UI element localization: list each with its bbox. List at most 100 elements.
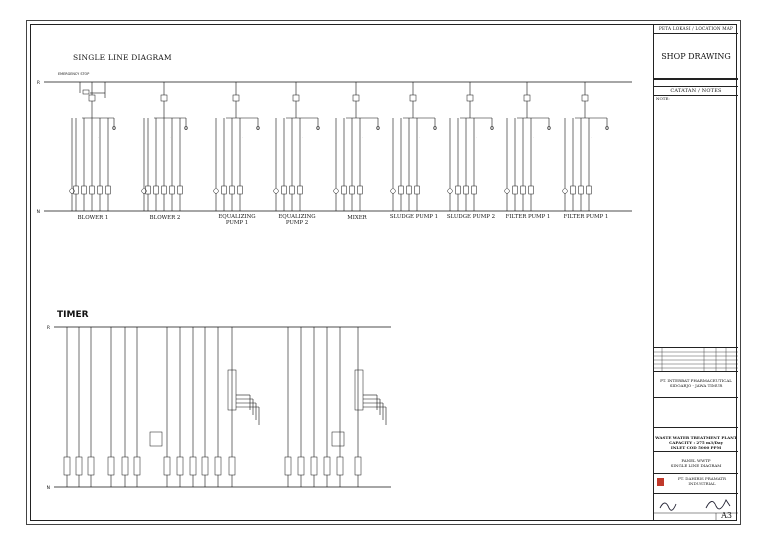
project-line-1: WASTE WATER TREATMENT PLANT <box>655 435 737 440</box>
timer-relay-symbol <box>107 456 115 476</box>
notes-area: NOTE: <box>654 96 738 348</box>
pilot-lamp-icon <box>447 188 453 194</box>
relay-symbol <box>97 185 103 195</box>
panel-label: MIXER <box>347 215 367 221</box>
timer-bus-label-n: N <box>47 485 50 491</box>
pilot-lamp-icon <box>390 188 396 194</box>
relay-symbol <box>349 185 355 195</box>
relay-symbol <box>281 185 287 195</box>
emergency-stop-label: EMERGENCY STOP <box>58 72 89 76</box>
relay-symbol <box>341 185 347 195</box>
relay-symbol <box>145 185 151 195</box>
title-block: PETA LOKASI / LOCATION MAP SHOP DRAWING … <box>653 24 738 521</box>
owner-address: SIDOARJO - JAWA TIMUR <box>669 383 723 388</box>
relay-symbol <box>289 185 295 195</box>
overload-symbol <box>433 126 437 130</box>
relay-symbol <box>221 185 227 195</box>
contactor-symbol <box>523 94 531 102</box>
overload-symbol <box>605 126 609 130</box>
pilot-lamp-icon <box>213 188 219 194</box>
panel-label: EQUALIZING PUMP 1 <box>218 214 256 226</box>
timer-relay-symbol <box>176 456 184 476</box>
overload-symbol <box>316 126 320 130</box>
relay-symbol <box>455 185 461 195</box>
timer-relay-symbol <box>189 456 197 476</box>
contactor-symbol <box>352 94 360 102</box>
signature-grid <box>654 499 738 521</box>
timer-relay-symbol <box>121 456 129 476</box>
revision-grid <box>654 348 738 372</box>
relay-symbol <box>463 185 469 195</box>
label: . <box>476 137 477 139</box>
revision-table <box>654 348 738 372</box>
relay-symbol <box>177 185 183 195</box>
timer-relay-symbol <box>284 456 292 476</box>
relay-symbol <box>73 185 79 195</box>
bus-label-r: R <box>37 80 40 86</box>
timer-relay-symbol <box>323 456 331 476</box>
contactor-symbol <box>160 94 168 102</box>
panel-label: FILTER PUMP 1 <box>505 214 551 220</box>
sheet-size: A3 <box>721 511 732 520</box>
relay-symbol <box>398 185 404 195</box>
signature-block: A3 <box>654 494 738 521</box>
drawing-border-outer <box>26 20 741 525</box>
label: . <box>98 137 99 139</box>
pilot-lamp-icon <box>562 188 568 194</box>
relay-symbol <box>528 185 534 195</box>
contractor-name: PT. DAHIRIS PRAMATR INDUSTRIAL <box>677 476 727 486</box>
overload-symbol <box>490 126 494 130</box>
relay-symbol <box>578 185 584 195</box>
timer-relay-symbol <box>228 456 236 476</box>
relay-symbol <box>357 185 363 195</box>
panel-label: SLUDGE PUMP 2 <box>446 214 496 220</box>
relay-symbol <box>229 185 235 195</box>
label: . <box>242 137 243 139</box>
emergency-stop-symbol <box>82 89 90 95</box>
owner-block: PT. INTERBAT PHARMACEUTICAL SIDOARJO - J… <box>654 372 738 398</box>
notes-header: CATATAN / NOTES <box>654 87 738 96</box>
timer-relay-symbol <box>297 456 305 476</box>
relay-symbol <box>81 185 87 195</box>
notes-sub: NOTE: <box>656 96 670 101</box>
sld-title: SINGLE LINE DIAGRAM <box>73 53 172 62</box>
timer-relay-symbol <box>201 456 209 476</box>
drawing-title-1: PANEL WWTP <box>681 458 711 463</box>
relay-symbol <box>512 185 518 195</box>
label: . <box>591 137 592 139</box>
contactor-symbol <box>232 94 240 102</box>
overload-symbol <box>376 126 380 130</box>
timer-controller <box>227 369 237 411</box>
overload-symbol <box>256 126 260 130</box>
bus-label-n: N <box>37 209 40 215</box>
project-block: WASTE WATER TREATMENT PLANT CAPACITY : 2… <box>654 428 738 452</box>
timer-relay-symbol <box>63 456 71 476</box>
overload-symbol <box>112 126 116 130</box>
panel-label: EQUALIZING PUMP 2 <box>278 214 316 226</box>
overload-symbol <box>547 126 551 130</box>
label: . <box>362 137 363 139</box>
contactor-symbol <box>581 94 589 102</box>
relay-symbol <box>89 185 95 195</box>
relay-symbol <box>153 185 159 195</box>
drawing-title-2: SINGLE LINE DIAGRAM <box>670 463 722 468</box>
project-line-2: CAPACITY : 275 m3/Day <box>669 440 723 445</box>
contactor-symbol <box>466 94 474 102</box>
drawing-title-block: PANEL WWTP SINGLE LINE DIAGRAM <box>654 452 738 474</box>
relay-symbol <box>414 185 420 195</box>
timer-relay-symbol <box>336 456 344 476</box>
contactor-symbol <box>88 94 96 102</box>
timer-relay-symbol <box>75 456 83 476</box>
panel-label: BLOWER 2 <box>149 215 181 221</box>
label: . <box>170 137 171 139</box>
timer-title: TIMER <box>57 310 89 320</box>
contactor-symbol <box>409 94 417 102</box>
pilot-lamp-icon <box>504 188 510 194</box>
timer-controller <box>354 369 364 411</box>
timer-bus-label-r: R <box>47 325 50 331</box>
consultant-block <box>654 398 738 428</box>
contactor-symbol <box>292 94 300 102</box>
relay-symbol <box>297 185 303 195</box>
panel-label: FILTER PUMP 1 <box>563 214 609 220</box>
